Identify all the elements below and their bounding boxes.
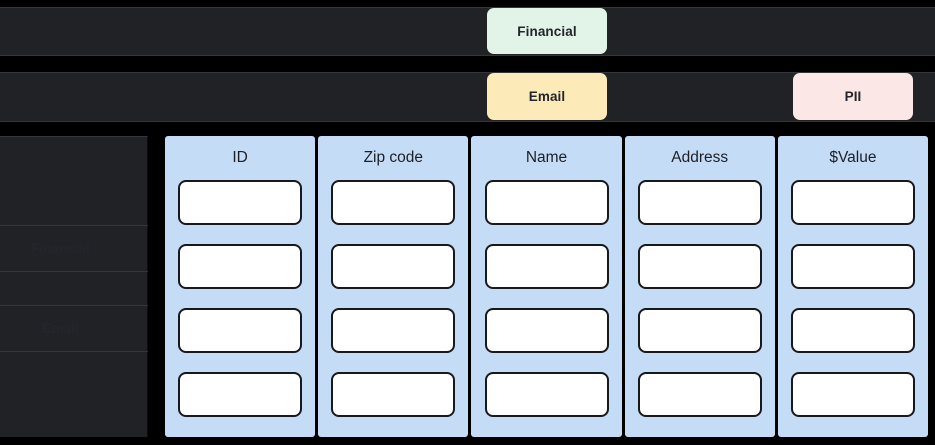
- table-cell[interactable]: [484, 308, 609, 353]
- table-column: Name: [471, 136, 622, 437]
- column-cells: [625, 180, 775, 417]
- tag-badge-pii[interactable]: PII: [793, 73, 913, 120]
- table-cell[interactable]: [790, 372, 915, 417]
- table-cell[interactable]: [331, 372, 456, 417]
- sidebar-item-financial[interactable]: Financial: [0, 225, 148, 272]
- column-cells: [165, 180, 315, 417]
- table-cell[interactable]: [178, 180, 303, 225]
- column-cells: [778, 180, 928, 417]
- column-header[interactable]: ID: [232, 149, 248, 166]
- bottom-strip: [0, 437, 935, 445]
- table-column: Address: [624, 136, 775, 437]
- tag-row-1: [0, 7, 935, 56]
- table-column: ID: [165, 136, 316, 437]
- table-cell[interactable]: [331, 308, 456, 353]
- column-header[interactable]: Zip code: [363, 149, 424, 166]
- table-cell[interactable]: [484, 180, 609, 225]
- table-cell[interactable]: [790, 308, 915, 353]
- table-cell[interactable]: [484, 372, 609, 417]
- table-cell[interactable]: [637, 180, 762, 225]
- table-cell[interactable]: [790, 180, 915, 225]
- table-cell[interactable]: [637, 372, 762, 417]
- tag-badge-financial[interactable]: Financial: [487, 8, 607, 54]
- column-cells: [471, 180, 621, 417]
- sidebar-item-email[interactable]: Email: [0, 305, 148, 352]
- table-cell[interactable]: [178, 308, 303, 353]
- sidebar-badge-financial[interactable]: Financial: [31, 241, 90, 256]
- sidebar: Financial Email: [0, 136, 148, 442]
- column-header[interactable]: $Value: [829, 149, 877, 166]
- column-header[interactable]: Address: [671, 149, 729, 166]
- table-cell[interactable]: [484, 244, 609, 289]
- table-cell[interactable]: [178, 372, 303, 417]
- tag-badge-email[interactable]: Email: [487, 73, 607, 120]
- table-column: $Value: [777, 136, 929, 437]
- table-cell[interactable]: [637, 308, 762, 353]
- tag-row-2: [0, 72, 935, 122]
- table-cell[interactable]: [178, 244, 303, 289]
- table-cell[interactable]: [331, 244, 456, 289]
- sidebar-badge-email[interactable]: Email: [42, 321, 79, 336]
- table-cell[interactable]: [637, 244, 762, 289]
- data-table: ID Zip code Name Address $Value: [165, 136, 929, 437]
- table-cell[interactable]: [331, 180, 456, 225]
- table-cell[interactable]: [790, 244, 915, 289]
- column-cells: [318, 180, 468, 417]
- column-header[interactable]: Name: [525, 149, 568, 166]
- table-column: Zip code: [318, 136, 469, 437]
